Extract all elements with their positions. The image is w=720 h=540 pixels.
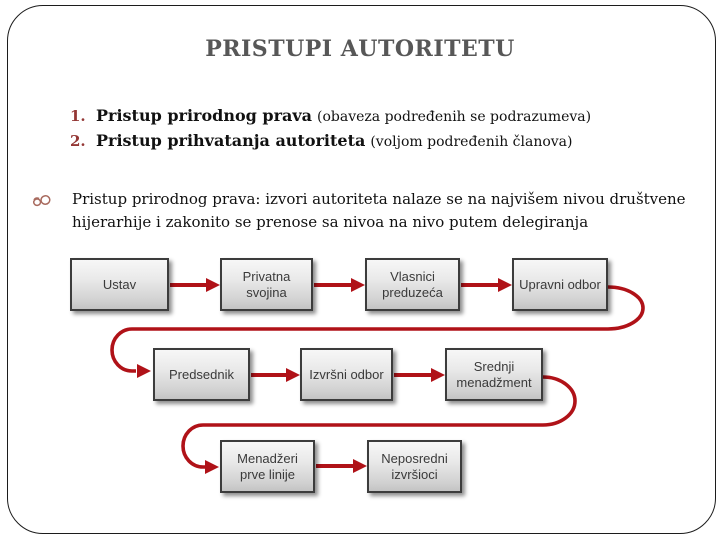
arrow-izvrsni-to-srednji	[394, 368, 445, 382]
vine-ornament-icon	[30, 193, 54, 212]
flow-box-menadzeri-prve-linije: Menadžeri prve linije	[220, 440, 315, 493]
flow-box-neposredni-izvrsioci: Neposredni izvršioci	[367, 440, 462, 493]
list-item-main-text: Pristup prirodnog prava	[96, 106, 313, 125]
arrow-privatna-to-vlasnici	[314, 278, 365, 292]
numbered-list: 1. Pristup prirodnog prava(obaveza podre…	[70, 106, 591, 156]
flow-box-srednji-menadzment: Srednji menadžment	[445, 348, 543, 401]
arrow-ustav-to-privatna	[170, 278, 220, 292]
flow-box-ustav: Ustav	[70, 258, 169, 311]
flow-box-vlasnici-preduzeca: Vlasnici preduzeća	[365, 258, 460, 311]
body-paragraph: Pristup prirodnog prava: izvori autorite…	[72, 190, 686, 231]
list-item: 2. Pristup prihvatanja autoriteta(voljom…	[70, 131, 591, 150]
list-item-number: 1.	[70, 107, 86, 125]
list-item-main-text: Pristup prihvatanja autoriteta	[96, 131, 366, 150]
list-item-number: 2.	[70, 132, 86, 150]
arrow-predsednik-to-izvrsni	[251, 368, 300, 382]
flow-box-izvrsni-odbor: Izvršni odbor	[300, 348, 393, 401]
slide-title: PRISTUPI AUTORITETU	[205, 36, 515, 62]
flow-box-upravni-odbor: Upravni odbor	[512, 258, 608, 311]
arrow-srednji-to-menadzeri	[181, 375, 577, 474]
arrow-menadzeri-to-neposredni	[316, 459, 367, 473]
list-item-note: (voljom podređenih članova)	[370, 134, 573, 150]
arrow-vlasnici-to-upravni	[461, 278, 512, 292]
arrow-upravni-to-predsednik	[110, 285, 645, 378]
list-item: 1. Pristup prirodnog prava(obaveza podre…	[70, 106, 591, 125]
flow-box-predsednik: Predsednik	[153, 348, 250, 401]
list-item-note: (obaveza podređenih se podrazumeva)	[317, 109, 592, 125]
flow-box-privatna-svojina: Privatna svojina	[220, 258, 313, 311]
